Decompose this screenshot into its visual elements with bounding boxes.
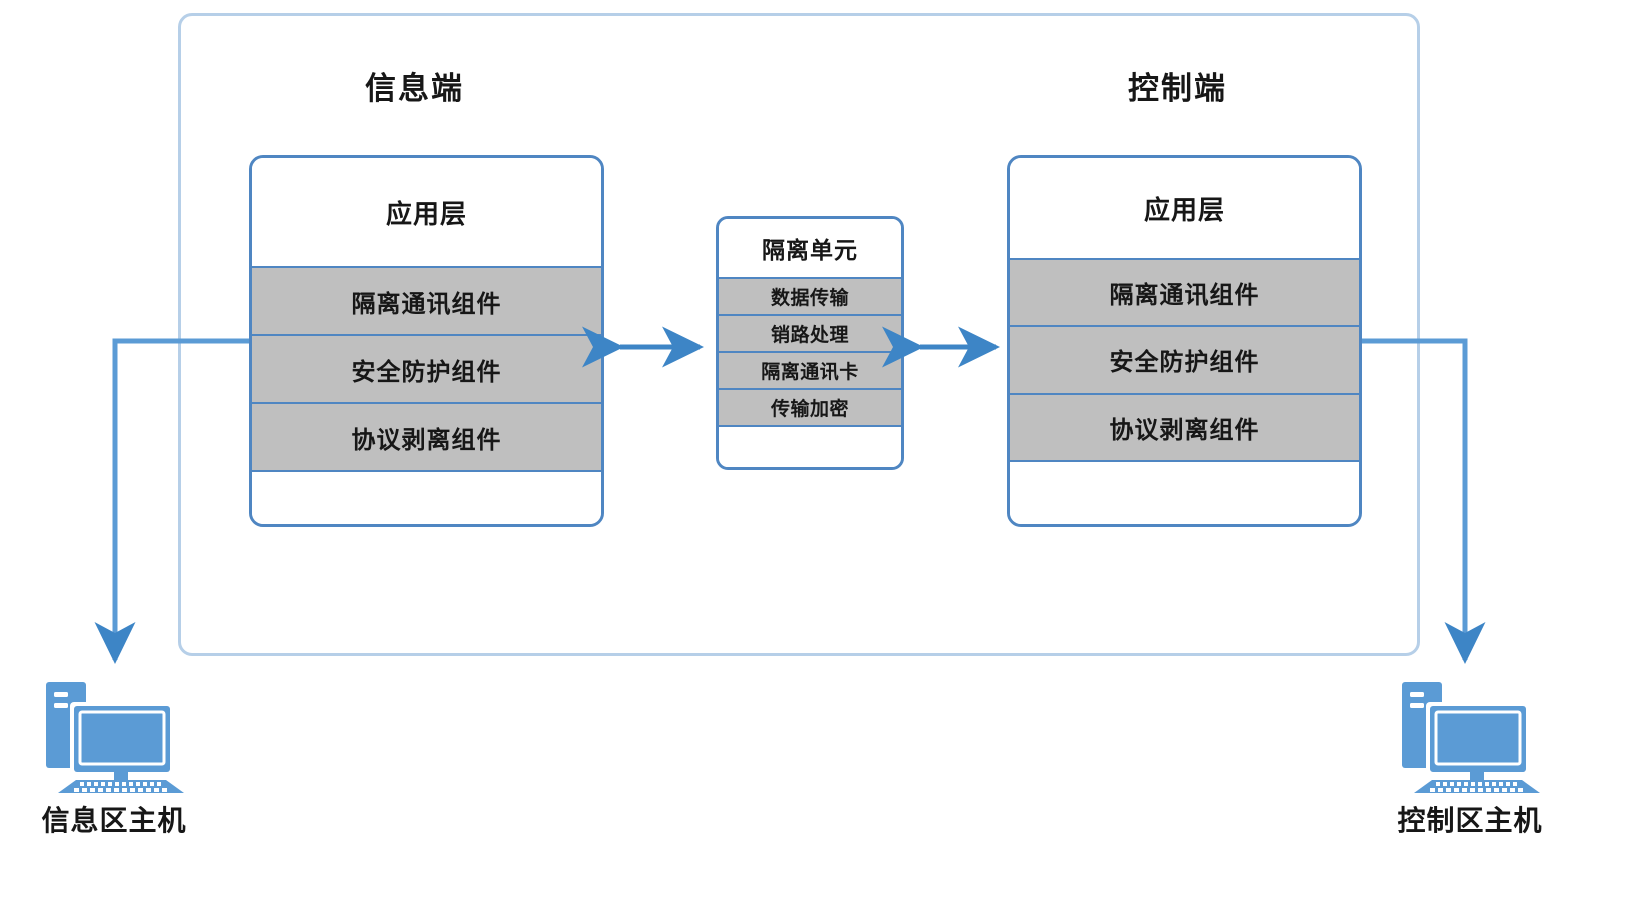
layer-isolation-communication-right: 隔离通讯组件 [1010,258,1359,326]
layer-protocol-stripping-left: 协议剥离组件 [252,402,601,470]
information-side-stack: 应用层 隔离通讯组件 安全防护组件 协议剥离组件 [249,155,604,527]
host-control-zone: 控制区主机 [1390,668,1550,839]
system-boundary-frame [178,13,1420,656]
isolation-unit-box: 隔离单元 数据传输 销路处理 隔离通讯卡 传输加密 [716,216,904,470]
iso-layer-transmission-encryption: 传输加密 [719,388,901,425]
iso-layer-data-transfer: 数据传输 [719,277,901,314]
desktop-computer-icon [46,682,184,793]
isolation-unit-footer [719,425,901,467]
application-layer-label-right: 应用层 [1143,194,1225,225]
desktop-computer-icon [1402,682,1540,793]
layer-security-protection-right: 安全防护组件 [1010,325,1359,393]
application-layer-label-left: 应用层 [385,198,467,229]
isolation-unit-header: 隔离单元 [719,219,901,277]
layer-protocol-stripping-right: 协议剥离组件 [1010,392,1359,460]
layer-security-protection-left: 安全防护组件 [252,334,601,402]
host-information-zone: 信息区主机 [34,668,194,839]
application-layer-header-right: 应用层 [1010,158,1359,258]
application-layer-header-left: 应用层 [252,158,601,266]
host-label-information-zone: 信息区主机 [41,805,187,836]
zone-title-information-side: 信息端 [365,71,464,106]
isolation-unit-label: 隔离单元 [762,237,858,263]
stack-footer-left [252,470,601,524]
control-side-stack: 应用层 隔离通讯组件 安全防护组件 协议剥离组件 [1007,155,1362,527]
layer-isolation-communication-left: 隔离通讯组件 [252,266,601,334]
zone-title-control-side: 控制端 [1128,71,1227,106]
iso-layer-isolation-comm-card: 隔离通讯卡 [719,351,901,388]
iso-layer-channel-processing: 销路处理 [719,314,901,351]
stack-footer-right [1010,459,1359,524]
host-label-control-zone: 控制区主机 [1397,805,1543,836]
